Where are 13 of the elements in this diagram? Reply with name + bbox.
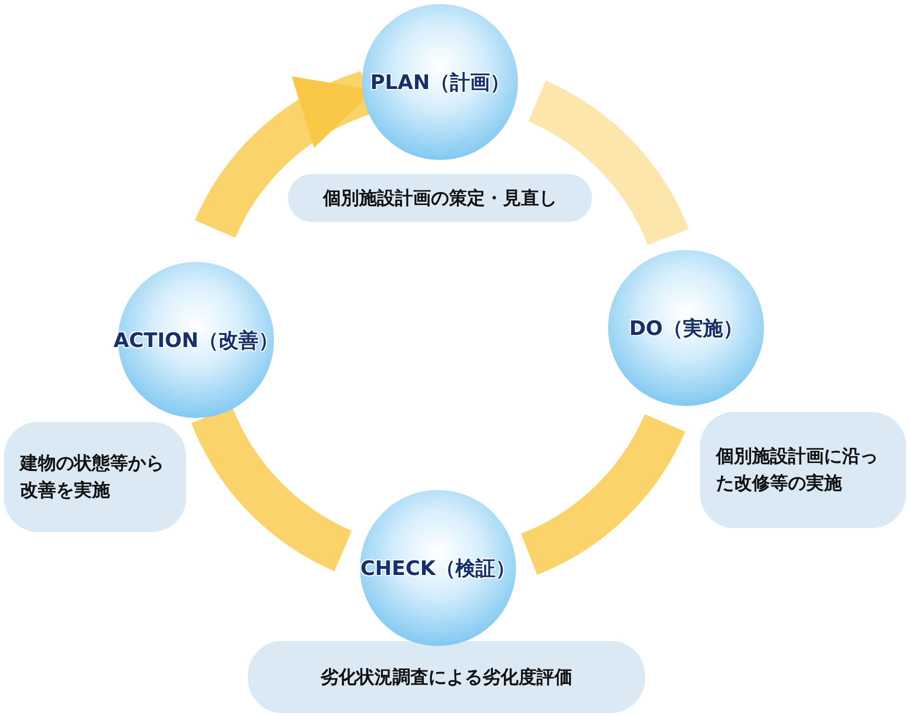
description-text: 建物の状態等から改善を実施 xyxy=(20,452,165,503)
phase-label: DO（実施） xyxy=(629,314,743,342)
description-box xyxy=(288,174,592,222)
description-text: 個別施設計画に沿った改修等の実施 xyxy=(716,445,879,496)
cycle-band xyxy=(527,81,688,246)
phase-label: PLAN（計画） xyxy=(370,68,510,96)
description-text: 個別施設計画の策定・見直し xyxy=(323,186,557,210)
cycle-band xyxy=(520,413,685,574)
description-box xyxy=(4,422,186,532)
description-box xyxy=(700,412,906,528)
phase-label: CHECK（検証） xyxy=(360,554,516,582)
phase-label: ACTION（改善） xyxy=(114,326,278,354)
description-text: 劣化状況調査による劣化度評価 xyxy=(320,666,572,690)
